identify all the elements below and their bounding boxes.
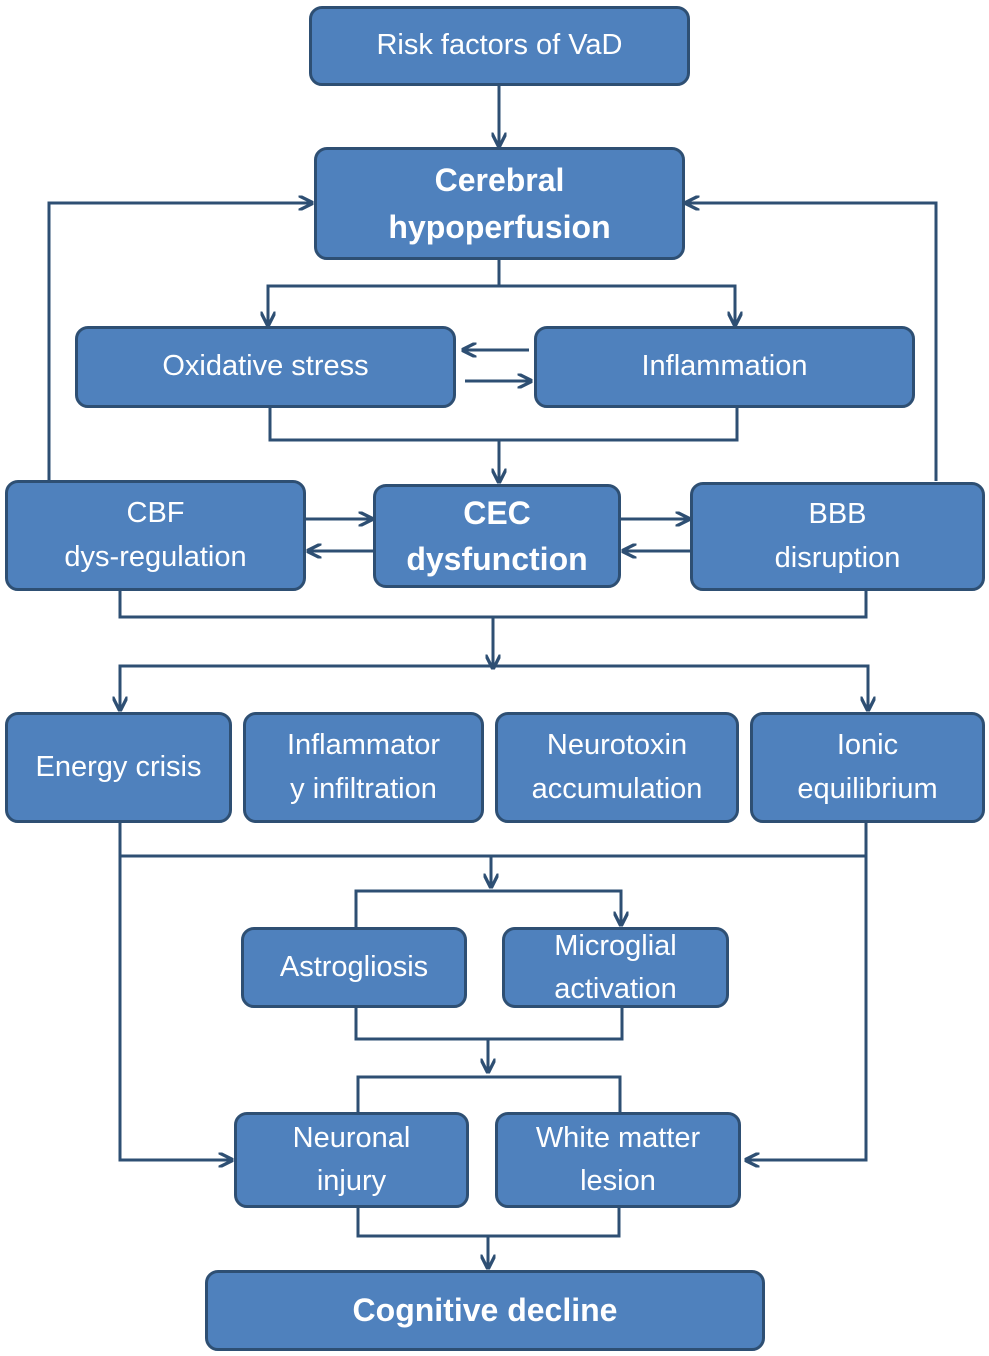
microglial-activation-label-1: Microglial bbox=[554, 930, 677, 963]
energy-crisis-node: Energy crisis bbox=[5, 712, 232, 823]
cognitive-decline-node: Cognitive decline bbox=[205, 1270, 765, 1351]
cerebral-hypoperfusion-node: Cerebral hypoperfusion bbox=[314, 147, 685, 260]
inflammatory-infiltration-node: Inflammator y infiltration bbox=[243, 712, 484, 823]
cec-dysfunction-node: CEC dysfunction bbox=[373, 484, 621, 588]
inflammation-node: Inflammation bbox=[534, 326, 915, 408]
cbf-dysregulation-label-2: dys-regulation bbox=[64, 540, 247, 573]
neurotoxin-accumulation-node: Neurotoxin accumulation bbox=[495, 712, 739, 823]
white-matter-lesion-node: White matter lesion bbox=[495, 1112, 741, 1208]
arrow-energy-crisis-to-neuronal-injury bbox=[118, 822, 232, 1160]
astrogliosis-node: Astrogliosis bbox=[241, 927, 467, 1008]
inflammation-label: Inflammation bbox=[641, 350, 808, 383]
neuronal-injury-label-2: injury bbox=[316, 1165, 387, 1197]
connector-glia-merge bbox=[354, 1006, 624, 1041]
bbb-disruption-label-2: disruption bbox=[774, 541, 901, 574]
bbb-disruption-node: BBB disruption bbox=[690, 482, 985, 591]
neuronal-injury-label-1: Neuronal bbox=[292, 1121, 411, 1154]
arrow-hypoperfusion-to-oxidative bbox=[268, 260, 501, 325]
cec-dysfunction-label-1: CEC bbox=[463, 494, 531, 531]
arrow-hypoperfusion-to-inflammation bbox=[499, 284, 735, 325]
cognitive-decline-label: Cognitive decline bbox=[352, 1292, 618, 1329]
risk-factors-node: Risk factors of VaD bbox=[309, 6, 690, 86]
cerebral-hypoperfusion-label-2: hypoperfusion bbox=[388, 208, 611, 245]
astrogliosis-label: Astrogliosis bbox=[279, 950, 429, 983]
inflammatory-infiltration-label-2: y infiltration bbox=[290, 772, 437, 805]
connector-stress-inflammation-merge bbox=[268, 407, 739, 442]
connector-injury-split bbox=[356, 1075, 622, 1112]
arrow-bbb-feedback-to-hypoperfusion bbox=[686, 203, 938, 481]
oxidative-stress-label: Oxidative stress bbox=[162, 350, 369, 383]
cec-dysfunction-label-2: dysfunction bbox=[406, 541, 588, 577]
ionic-equilibrium-label-2: equilibrium bbox=[797, 772, 938, 805]
ionic-equilibrium-label-1: Ionic bbox=[836, 729, 899, 761]
cbf-dysregulation-label-1: CBF bbox=[126, 497, 185, 529]
connector-injury-merge bbox=[356, 1207, 621, 1238]
microglial-activation-label-2: activation bbox=[554, 972, 677, 1005]
arrow-to-astrogliosis bbox=[354, 889, 621, 927]
neurotoxin-accumulation-label-2: accumulation bbox=[531, 772, 703, 805]
arrow-cbf-feedback-to-hypoperfusion bbox=[47, 203, 312, 481]
neuronal-injury-node: Neuronal injury bbox=[234, 1112, 469, 1208]
energy-crisis-label: Energy crisis bbox=[35, 750, 202, 783]
connector-row4-distribution bbox=[118, 664, 870, 711]
inflammatory-infiltration-label-1: Inflammator bbox=[286, 729, 441, 761]
white-matter-lesion-label-2: lesion bbox=[580, 1165, 656, 1197]
arrow-ionic-to-white-matter bbox=[746, 822, 868, 1160]
bbb-disruption-label-1: BBB bbox=[808, 498, 867, 530]
cbf-dysregulation-node: CBF dys-regulation bbox=[5, 480, 306, 591]
cerebral-hypoperfusion-label-1: Cerebral bbox=[434, 162, 565, 199]
white-matter-lesion-label-1: White matter bbox=[535, 1121, 701, 1154]
oxidative-stress-node: Oxidative stress bbox=[75, 326, 456, 408]
connector-row3-merge bbox=[118, 590, 868, 619]
microglial-activation-node: Microglial activation bbox=[502, 927, 729, 1008]
ionic-equilibrium-node: Ionic equilibrium bbox=[750, 712, 985, 823]
neurotoxin-accumulation-label-1: Neurotoxin bbox=[546, 729, 688, 761]
risk-factors-label: Risk factors of VaD bbox=[376, 29, 623, 62]
